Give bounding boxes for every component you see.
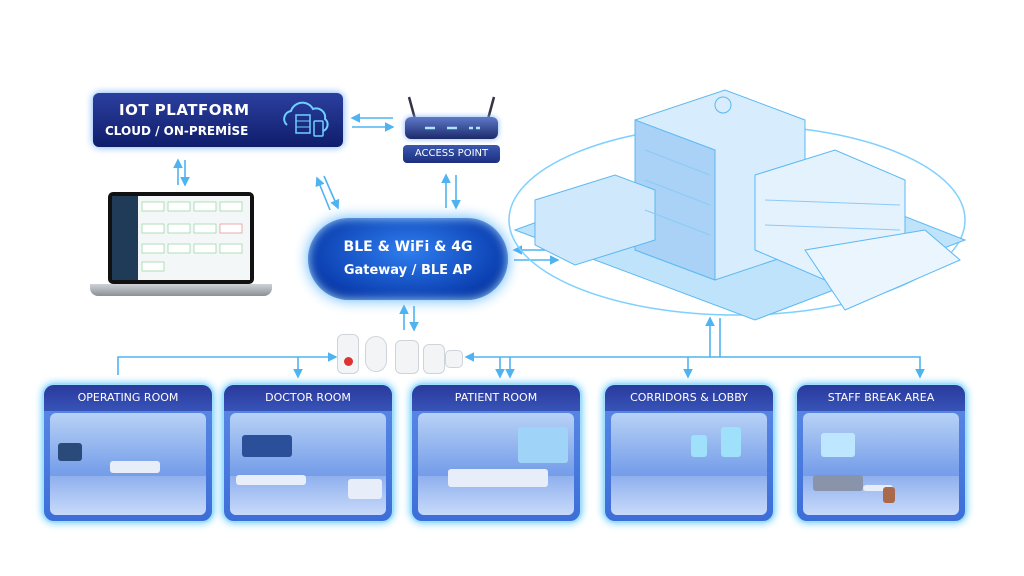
antenna-icon: [407, 96, 496, 120]
arrow-rooms-left: [117, 352, 338, 375]
arrow-platform-to-gateway: [323, 175, 340, 210]
room-label: DOCTOR ROOM: [224, 385, 392, 411]
ble-devices: [335, 330, 465, 380]
laptop-dashboard: [90, 190, 272, 300]
room-card-corridors-lobby: CORRIDORS & LOBBY: [603, 383, 775, 523]
router-body: [405, 117, 498, 139]
tag-device: [395, 340, 419, 374]
wristband-device: [365, 336, 387, 372]
room-label: OPERATING ROOM: [44, 385, 212, 411]
gateway-line1: BLE & WiFi & 4G: [343, 239, 473, 255]
platform-title: IOT PLATFORM: [119, 101, 250, 119]
access-point: ACCESS POINT: [403, 95, 500, 167]
iot-platform-box: IOT PLATFORM CLOUD / ON-PREMİSE: [93, 93, 343, 147]
panic-button-device: [337, 334, 359, 374]
dashboard-tiles: [141, 201, 243, 272]
room-card-staff-break-area: STAFF BREAK AREA: [795, 383, 967, 523]
room-label: PATIENT ROOM: [412, 385, 580, 411]
cloud-server-icon: [283, 101, 329, 137]
room-card-patient-room: PATIENT ROOM: [410, 383, 582, 523]
gateway-node: BLE & WiFi & 4G Gateway / BLE AP: [308, 218, 508, 300]
access-point-label: ACCESS POINT: [403, 145, 500, 163]
arrow-rooms-right: [470, 356, 925, 379]
room-card-operating-room: OPERATING ROOM: [42, 383, 214, 523]
gateway-line2: Gateway / BLE AP: [343, 263, 473, 278]
hospital-building-illustration: [508, 89, 967, 321]
card-tag-device: [423, 344, 445, 374]
beacon-device: [445, 350, 463, 368]
room-card-doctor-room: DOCTOR ROOM: [222, 383, 394, 523]
arrow-gateway-to-platform: [315, 176, 331, 211]
room-label: STAFF BREAK AREA: [797, 385, 965, 411]
platform-subtitle: CLOUD / ON-PREMİSE: [105, 124, 249, 138]
room-label: CORRIDORS & LOBBY: [605, 385, 773, 411]
